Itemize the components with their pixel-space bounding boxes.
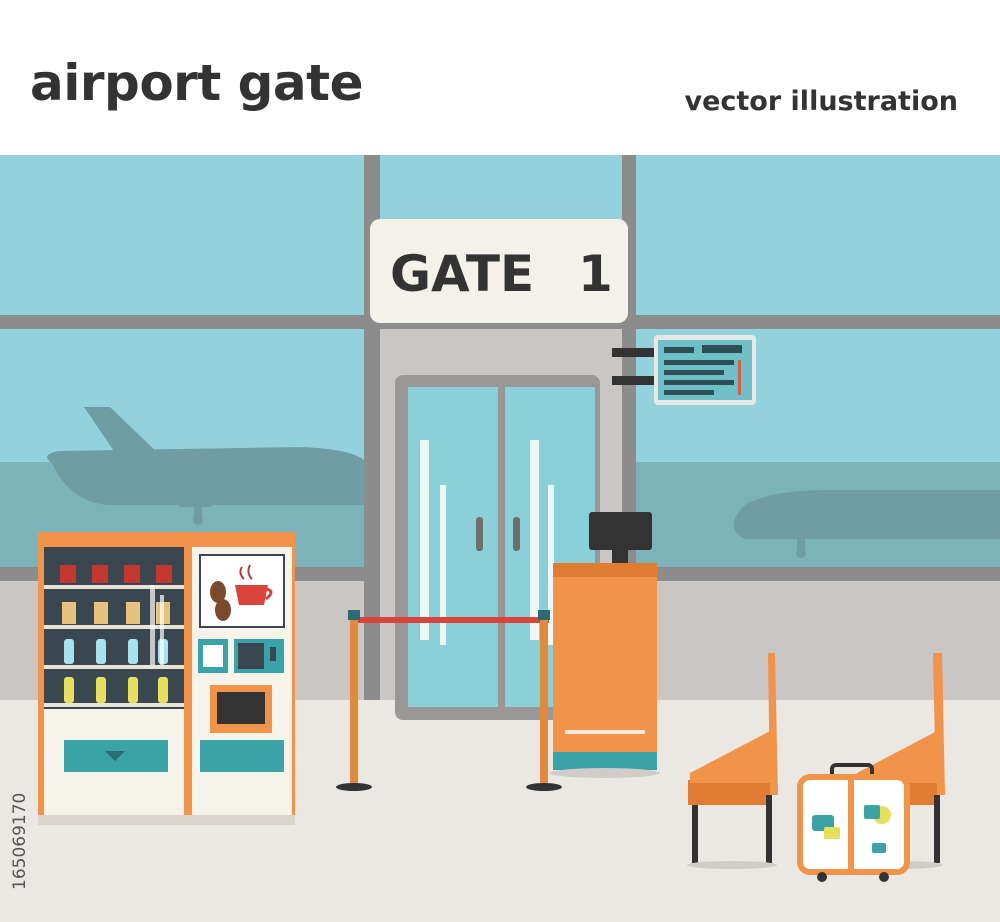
airplane-silhouette (47, 407, 368, 525)
check-in-podium (550, 512, 660, 778)
airplane-silhouette-2 (733, 490, 1000, 558)
door-handles (476, 517, 520, 551)
snack-vending-machine (38, 532, 188, 825)
page-subtitle: vector illustration (684, 86, 958, 117)
coffee-vending-machine (188, 532, 295, 825)
coffee-cup-icon (235, 564, 273, 605)
stock-id-text: 165069170 (10, 792, 30, 890)
door-glass-highlights (420, 440, 554, 645)
queue-barrier (336, 610, 562, 791)
coffee-bean-icon (210, 581, 231, 621)
gate-sign-number: 1 (578, 245, 613, 303)
page-title: airport gate (30, 54, 364, 112)
suitcase-icon (797, 763, 910, 882)
stock-id-watermark: 165069170 (10, 690, 32, 890)
gate-sign: GATE 1 (370, 219, 628, 323)
gate-sign-label: GATE (390, 245, 534, 303)
flight-info-board (612, 335, 756, 405)
waiting-chair-left (687, 653, 778, 869)
airport-gate-scene: GATE 1 (0, 155, 1000, 922)
